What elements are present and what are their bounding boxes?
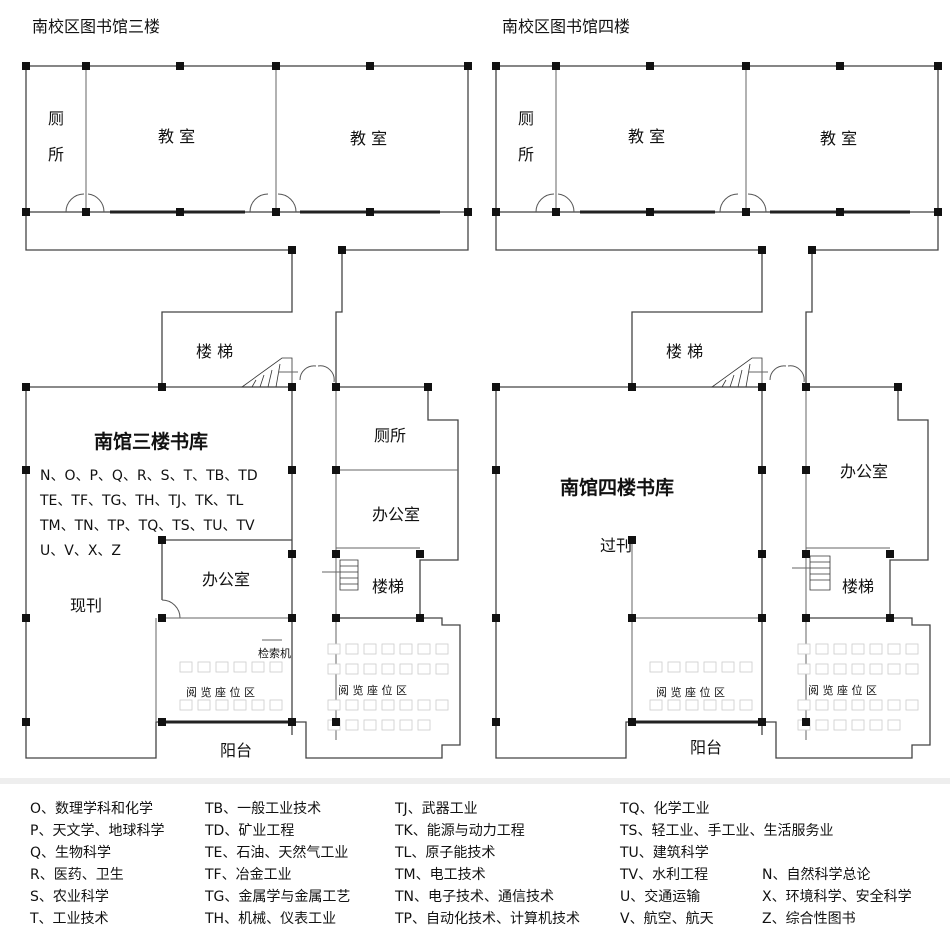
floor4-reading-seats-right	[797, 643, 919, 731]
floor4-toilet-top-2: 所	[518, 145, 534, 164]
legend-item: TQ、化学工业	[620, 801, 710, 817]
legend-item: TV、水利工程	[620, 867, 709, 883]
floor3-pillars	[22, 62, 472, 726]
legend-item: X、环境科学、安全科学	[762, 889, 912, 905]
legend-item: Q、生物科学	[30, 845, 112, 861]
floor3-classroom-block	[25, 65, 469, 213]
floor3-catalog: 检索机	[258, 646, 291, 660]
floor4-reading-seats-left	[649, 661, 753, 711]
legend-item: TN、电子技术、通信技术	[395, 889, 555, 905]
floor4-back-periodicals: 过刊	[600, 536, 632, 555]
floor3-toilet-top-2: 所	[48, 145, 64, 164]
floor-plans: 南校区图书馆三楼	[22, 17, 942, 760]
floor3-stairs-top-graphic	[240, 357, 335, 388]
floor4-stairs-right: 楼梯	[842, 577, 874, 596]
floor4-balcony: 阳台	[690, 738, 722, 757]
floor4-stairs-top: 楼 梯	[666, 342, 703, 361]
floor4-stairs-right-graphic	[792, 555, 831, 591]
legend-item: TM、电工技术	[395, 867, 486, 883]
legend-item: TE、石油、天然气工业	[205, 845, 349, 861]
floor3-title: 南校区图书馆三楼	[32, 17, 160, 36]
legend-col-3: TJ、武器工业 TK、能源与动力工程 TL、原子能技术 TM、电工技术 TN、电…	[395, 798, 580, 930]
floor3-stairs-right-graphic	[322, 559, 359, 591]
floor3-stack-codes-4: U、V、X、Z	[40, 543, 121, 559]
floor3-toilet-right: 厕所	[374, 426, 406, 445]
floor3-office-right: 办公室	[372, 505, 420, 524]
floor4-reading-left: 阅 览 座 位 区	[656, 685, 725, 699]
legend-item: O、数理学科和化学	[30, 801, 154, 817]
legend-col-4: TQ、化学工业 TS、轻工业、手工业、生活服务业 TU、建筑科学 TV、水利工程…	[620, 798, 833, 930]
floor3-stack-codes-1: N、O、P、Q、R、S、T、TB、TD	[40, 468, 258, 484]
floor3-office-mid: 办公室	[202, 570, 250, 589]
floor3-stairs-top: 楼 梯	[196, 342, 233, 361]
floor3-balcony: 阳台	[220, 741, 252, 760]
floor3-reading-right: 阅 览 座 位 区	[338, 683, 407, 697]
floor3-plan: 南校区图书馆三楼	[22, 17, 472, 760]
legend-item: TS、轻工业、手工业、生活服务业	[620, 823, 834, 839]
floor3-stairs-right: 楼梯	[372, 577, 404, 596]
legend-item: V、航空、航天	[620, 911, 714, 927]
floor4-stack-title: 南馆四楼书库	[560, 476, 674, 499]
floor4-office-right: 办公室	[840, 462, 888, 481]
floor4-title: 南校区图书馆四楼	[502, 17, 630, 36]
legend-item: R、医药、卫生	[30, 867, 124, 883]
floor4-reading-right: 阅 览 座 位 区	[808, 683, 877, 697]
legend-item: S、农业科学	[30, 889, 109, 905]
floor4-classroom-block	[495, 65, 939, 213]
legend-col-1: O、数理学科和化学 P、天文学、地球科学 Q、生物科学 R、医药、卫生 S、农业…	[30, 798, 164, 930]
floor4-classroom-1: 教 室	[628, 127, 665, 146]
legend-item: TJ、武器工业	[395, 801, 478, 817]
floor3-reading-left: 阅 览 座 位 区	[186, 685, 255, 699]
floor4-stairs-top-graphic	[710, 357, 805, 388]
floor4-toilet-top-1: 厕	[518, 109, 534, 128]
legend-item: P、天文学、地球科学	[30, 823, 165, 839]
legend-item: T、工业技术	[30, 911, 109, 927]
legend-item: TP、自动化技术、计算机技术	[395, 911, 580, 927]
legend-col-2: TB、一般工业技术 TD、矿业工程 TE、石油、天然气工业 TF、冶金工业 TG…	[205, 798, 350, 930]
legend-item: TK、能源与动力工程	[395, 823, 525, 839]
floor4-pillars	[492, 62, 942, 726]
floor3-stack-title: 南馆三楼书库	[94, 430, 208, 453]
legend-item: TB、一般工业技术	[205, 801, 322, 817]
legend-item: TF、冶金工业	[205, 867, 292, 883]
legend-item: TU、建筑科学	[620, 845, 709, 861]
floor3-reading-seats-left	[179, 661, 283, 711]
floor3-classroom-1: 教 室	[158, 127, 195, 146]
classification-legend: O、数理学科和化学 P、天文学、地球科学 Q、生物科学 R、医药、卫生 S、农业…	[0, 778, 950, 936]
floor4-classroom-2: 教 室	[820, 129, 857, 148]
floor3-classroom-2: 教 室	[350, 129, 387, 148]
legend-item: TG、金属学与金属工艺	[205, 889, 351, 905]
legend-item: TD、矿业工程	[205, 823, 295, 839]
legend-item: U、交通运输	[620, 889, 701, 905]
legend-item: N、自然科学总论	[762, 867, 871, 883]
legend-col-5: N、自然科学总论 X、环境科学、安全科学 Z、综合性图书	[762, 864, 912, 930]
floor3-stack-codes-2: TE、TF、TG、TH、TJ、TK、TL	[39, 493, 243, 509]
floor4-plan: 南校区图书馆四楼	[492, 17, 942, 759]
legend-item: TH、机械、仪表工业	[205, 911, 337, 927]
floor3-toilet-top-1: 厕	[48, 109, 64, 128]
legend-item: Z、综合性图书	[762, 911, 856, 927]
floor3-current-periodicals: 现刊	[70, 596, 102, 615]
legend-item: TL、原子能技术	[395, 845, 496, 861]
floor3-stack-codes-3: TM、TN、TP、TQ、TS、TU、TV	[39, 518, 255, 534]
